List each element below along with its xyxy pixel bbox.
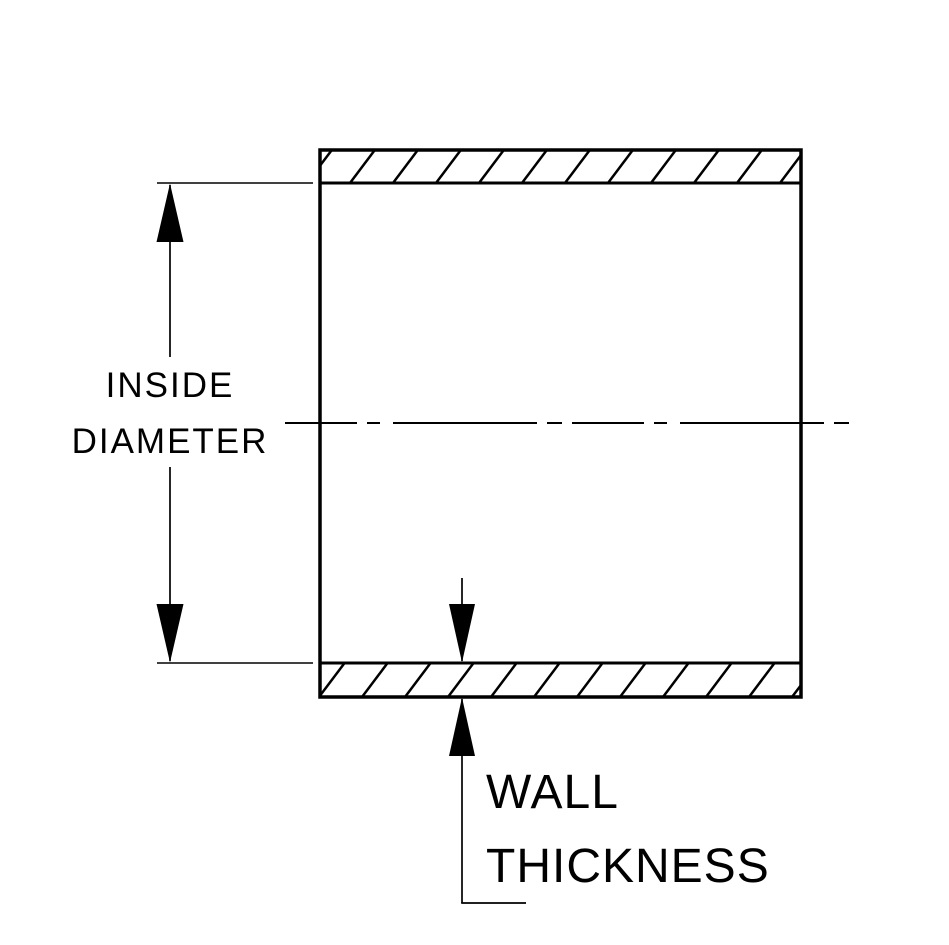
inside-diameter-label-line1: INSIDE <box>106 366 235 405</box>
hatch-line <box>650 151 677 182</box>
wall-thickness-dimension: WALL THICKNESS <box>449 578 770 904</box>
arrowhead-down-icon <box>156 604 184 663</box>
hatch-line <box>791 684 800 696</box>
hatch-line <box>392 151 419 182</box>
hatch-line <box>662 664 690 696</box>
hatch-line <box>607 151 634 182</box>
hatch-line <box>619 664 647 696</box>
hatch-line <box>748 664 776 696</box>
arrowhead-down-icon <box>449 604 475 663</box>
hatch-line <box>261 146 292 187</box>
hatch-line <box>576 664 604 696</box>
hatch-line <box>361 664 389 696</box>
wall-thickness-label-line2: THICKNESS <box>486 840 770 893</box>
hatch-line <box>533 664 561 696</box>
hatch-line <box>693 151 720 182</box>
hatch-line <box>478 151 505 182</box>
hatch-line <box>705 664 733 696</box>
hatch-line <box>490 664 518 696</box>
hatch-line <box>447 664 475 696</box>
hatch-line <box>321 664 346 696</box>
hatch-line <box>404 664 432 696</box>
hatch-line <box>349 151 376 182</box>
top-wall-hatching <box>261 146 800 187</box>
hatch-line <box>779 154 800 182</box>
arrowhead-up-icon <box>449 697 475 756</box>
hatch-line <box>321 151 333 166</box>
tube-body-outline <box>318 148 803 699</box>
bottom-wall-hatching <box>273 659 800 701</box>
arrowhead-up-icon <box>156 183 184 242</box>
hatch-line <box>273 659 305 701</box>
inside-diameter-dimension: INSIDE DIAMETER <box>72 182 313 664</box>
hatch-line <box>564 151 591 182</box>
inside-diameter-label-line2: DIAMETER <box>72 422 269 461</box>
wall-thickness-label-line1: WALL <box>486 766 619 819</box>
hatch-line <box>736 151 763 182</box>
hatch-line <box>435 151 462 182</box>
hatch-line <box>521 151 548 182</box>
